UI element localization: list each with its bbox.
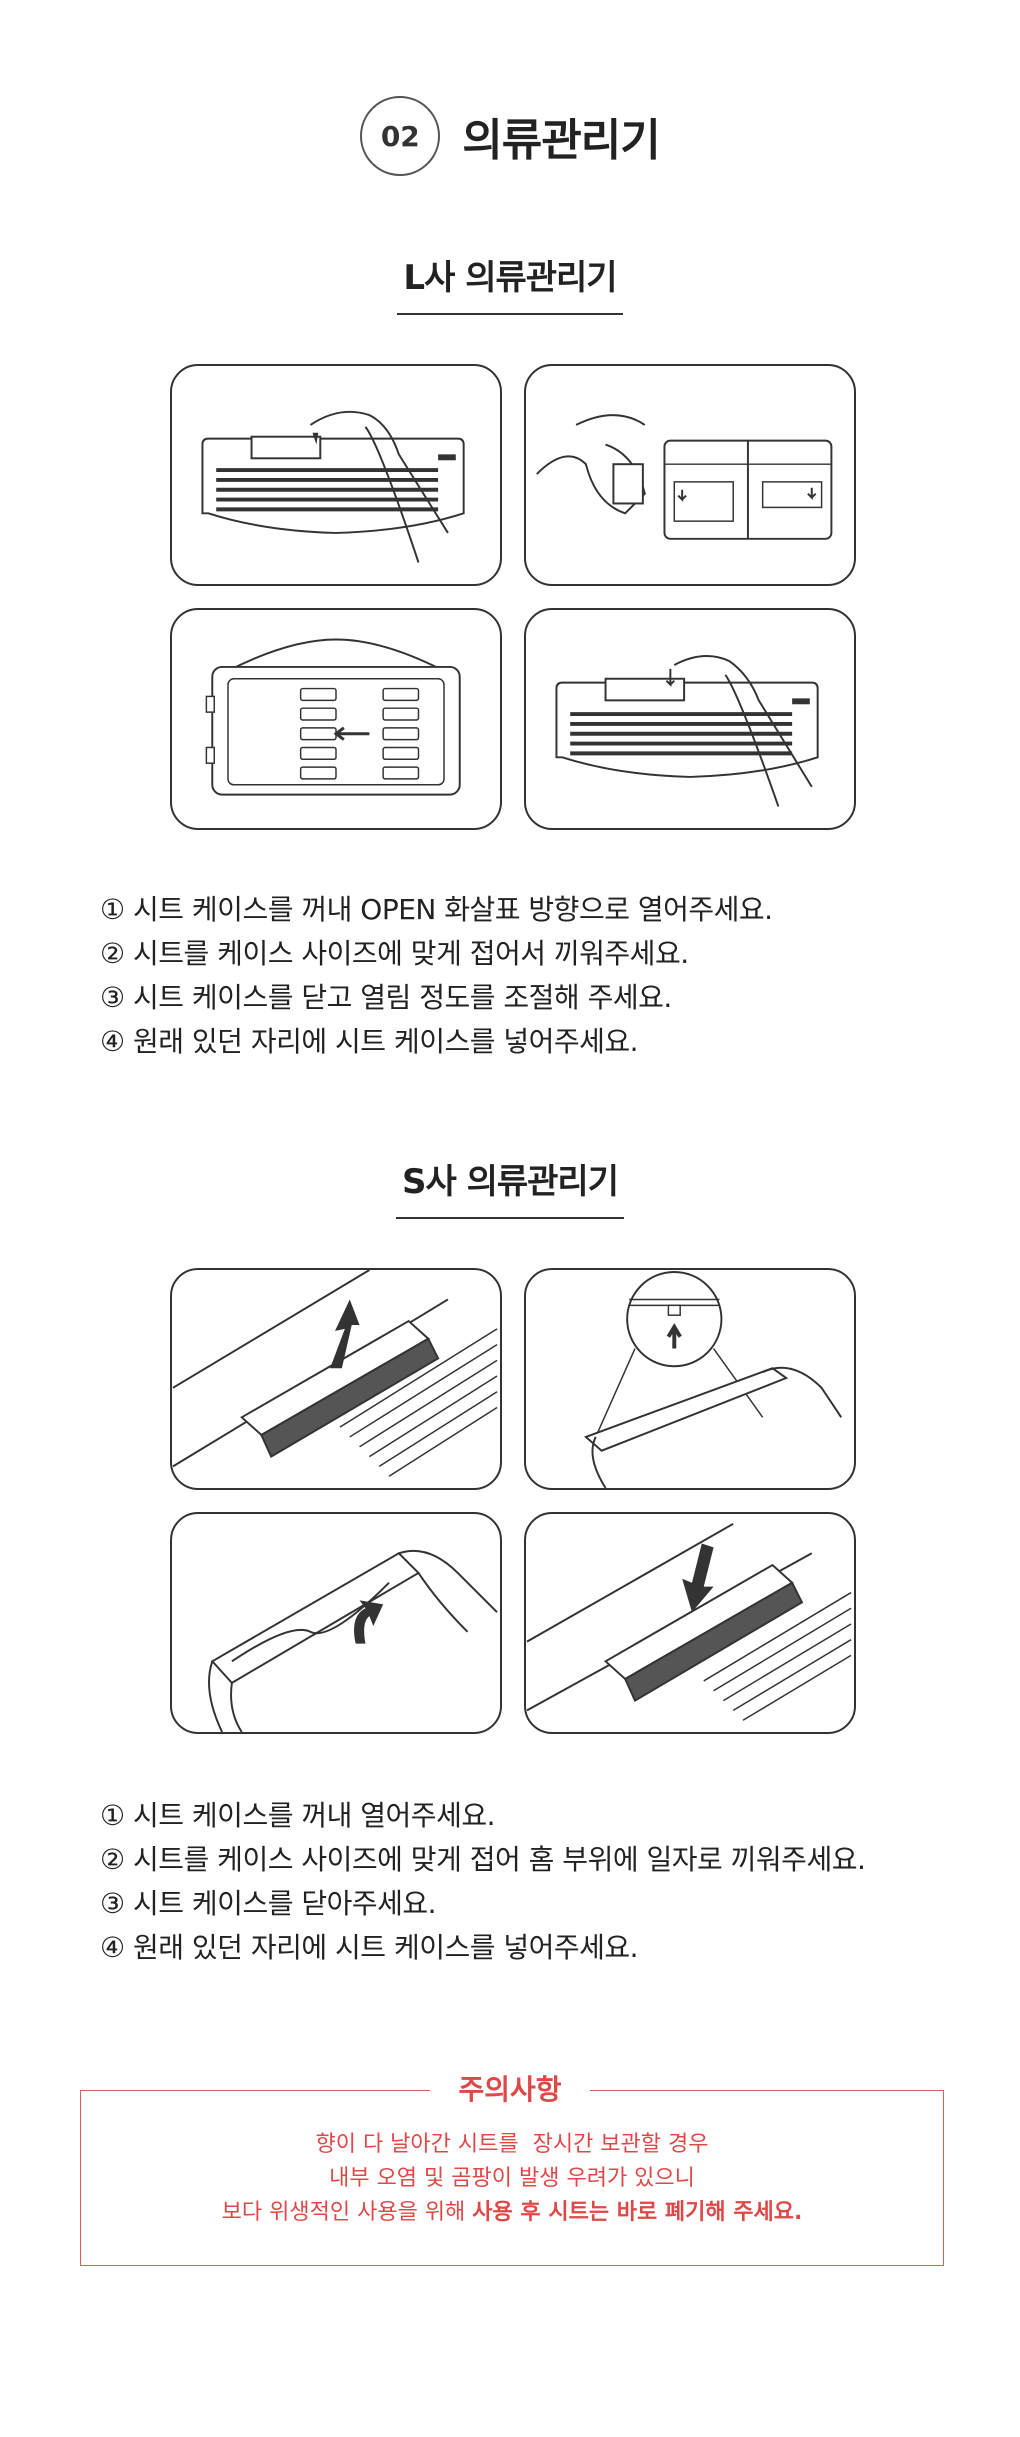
- caution-line-3: 보다 위생적인 사용을 위해 사용 후 시트는 바로 폐기해 주세요.: [221, 2200, 803, 2225]
- section-header: 02 의류관리기: [0, 96, 1020, 176]
- s-step1-illustration: [170, 1268, 502, 1490]
- section-title: 의류관리기: [462, 115, 660, 166]
- s-step2-illustration: [524, 1268, 856, 1490]
- caution-text: 향이 다 날아간 시트를 장시간 보관할 경우 내부 오염 및 곰팡이 발생 우…: [80, 2128, 944, 2230]
- l-step4-illustration: [524, 608, 856, 830]
- s-section-title: S사 의류관리기: [0, 1154, 1020, 1219]
- l-section-title: L사 의류관리기: [0, 250, 1020, 315]
- s-step3-illustration: [170, 1512, 502, 1734]
- l-step3-illustration: [170, 608, 502, 830]
- list-item: ③ 시트 케이스를 닫고 열림 정도를 조절해 주세요.: [100, 981, 672, 1014]
- list-item: ② 시트를 케이스 사이즈에 맞게 접어서 끼워주세요.: [100, 937, 689, 970]
- caution-title: 주의사항: [0, 2068, 1020, 2108]
- caution-line-2: 내부 오염 및 곰팡이 발생 우려가 있으니: [329, 2166, 695, 2191]
- list-item: ① 시트 케이스를 꺼내 OPEN 화살표 방향으로 열어주세요.: [100, 893, 773, 926]
- l-steps-list: ① 시트 케이스를 꺼내 OPEN 화살표 방향으로 열어주세요. ② 시트를 …: [100, 888, 980, 1064]
- s-step4-illustration: [524, 1512, 856, 1734]
- s-steps-list: ① 시트 케이스를 꺼내 열어주세요. ② 시트를 케이스 사이즈에 맞게 접어…: [100, 1794, 980, 1970]
- l-step2-illustration: [524, 364, 856, 586]
- section-number: 02: [360, 96, 441, 176]
- list-item: ③ 시트 케이스를 닫아주세요.: [100, 1887, 437, 1920]
- l-step1-illustration: [170, 364, 502, 586]
- list-item: ④ 원래 있던 자리에 시트 케이스를 넣어주세요.: [100, 1931, 639, 1964]
- list-item: ① 시트 케이스를 꺼내 열어주세요.: [100, 1799, 496, 1832]
- caution-line-1: 향이 다 날아간 시트를 장시간 보관할 경우: [315, 2132, 709, 2157]
- list-item: ② 시트를 케이스 사이즈에 맞게 접어 홈 부위에 일자로 끼워주세요.: [100, 1843, 866, 1876]
- list-item: ④ 원래 있던 자리에 시트 케이스를 넣어주세요.: [100, 1025, 639, 1058]
